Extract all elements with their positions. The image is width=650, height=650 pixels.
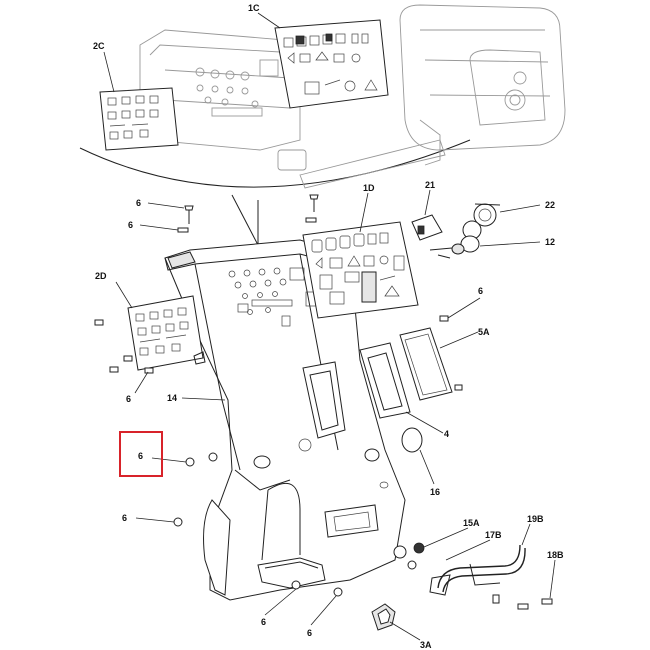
callout-6-d: 6 (126, 394, 131, 404)
left-cover (203, 499, 231, 596)
callout-labels: 1C 2C 1D 2D 21 22 12 6 6 6 5A 6 14 4 16 … (93, 3, 564, 650)
callout-6-g: 6 (261, 617, 266, 627)
part-12-socket (429, 235, 480, 259)
decal-1d-icons (311, 232, 405, 305)
detail-view-boundary (79, 139, 471, 188)
callout-2c: 2C (93, 41, 105, 51)
part-4-frame (359, 342, 411, 419)
callout-21: 21 (425, 180, 435, 190)
callout-16: 16 (430, 487, 440, 497)
part-5a-cover (399, 327, 453, 401)
opening-left (253, 455, 271, 469)
detail-arm (299, 139, 446, 189)
callout-6-highlighted: 6 (138, 451, 143, 461)
callout-4: 4 (444, 429, 449, 439)
part-21-connector (411, 214, 443, 241)
callout-19b: 19B (527, 514, 544, 524)
part-3a-bumper (371, 603, 396, 631)
opening-right (364, 448, 380, 462)
slot-lower (324, 504, 379, 538)
callout-6-b: 6 (128, 220, 133, 230)
highlight-box (119, 431, 163, 477)
part-19b-cable (429, 544, 526, 596)
lower-tray (257, 557, 326, 589)
callout-15a: 15A (463, 518, 480, 528)
console-housing (164, 239, 406, 601)
callout-18b: 18B (547, 550, 564, 560)
console-switch-holes (228, 267, 317, 327)
part-22-cap (462, 203, 501, 240)
callout-1c: 1C (248, 3, 260, 13)
callout-14: 14 (167, 393, 177, 403)
callout-22: 22 (545, 200, 555, 210)
decal-1d (302, 221, 419, 319)
decal-1c (274, 19, 389, 109)
decal-2c (99, 87, 179, 151)
screws (94, 194, 553, 610)
detail-switch-holes (195, 67, 263, 117)
callout-6-f: 6 (122, 513, 127, 523)
callout-2d: 2D (95, 271, 107, 281)
callout-6-c: 6 (478, 286, 483, 296)
callout-17b: 17B (485, 530, 502, 540)
part-15a-grommets (393, 542, 425, 559)
callout-1d: 1D (363, 183, 375, 193)
detail-view-upper (79, 4, 566, 246)
callout-12: 12 (545, 237, 555, 247)
callout-3a: 3A (420, 640, 432, 650)
part-16-ring (401, 427, 423, 453)
decal-2d (127, 295, 204, 371)
decal-2c-icons (107, 95, 159, 140)
leader-lines (103, 12, 556, 641)
callout-6-a: 6 (136, 198, 141, 208)
callout-6-h: 6 (307, 628, 312, 638)
decal-2d-icons (135, 307, 189, 356)
detail-seat (399, 4, 566, 151)
callout-5a: 5A (478, 327, 490, 337)
